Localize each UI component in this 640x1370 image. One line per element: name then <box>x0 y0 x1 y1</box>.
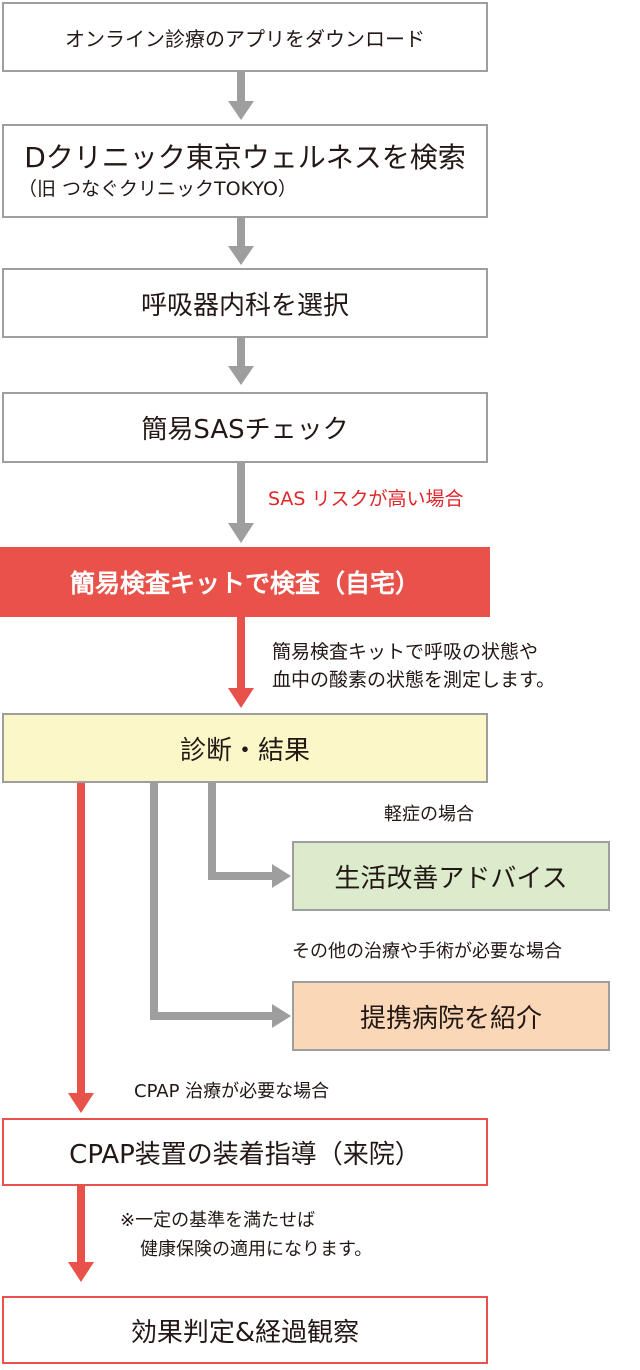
gray-branch-lifestyle <box>208 783 291 888</box>
step-cpap-guidance: CPAP装置の装着指導（来院） <box>2 1118 488 1186</box>
step-lifestyle-advice-label: 生活改善アドバイス <box>334 863 568 894</box>
note-other-treatment: その他の治療や手術が必要な場合 <box>292 941 562 962</box>
gray-arrow-1 <box>228 72 254 120</box>
step-home-test: 簡易検査キットで検査（自宅） <box>0 547 490 617</box>
step-select-department-label: 呼吸器内科を選択 <box>140 290 349 321</box>
step-select-department: 呼吸器内科を選択 <box>2 268 488 338</box>
step-sas-check: 簡易SASチェック <box>2 392 488 463</box>
step-diagnosis: 診断・結果 <box>2 713 488 783</box>
gray-branch-referral <box>150 783 291 1028</box>
step-sas-check-label: 簡易SASチェック <box>141 415 349 445</box>
red-branch-cpap <box>68 783 94 1113</box>
gray-arrow-2 <box>228 218 254 265</box>
step-download-app: オンライン診療のアプリをダウンロード <box>2 2 488 72</box>
note-insurance-line2: 健康保険の適用になります。 <box>140 1239 373 1260</box>
gray-arrow-3 <box>228 338 254 385</box>
note-mild-case: 軽症の場合 <box>384 804 474 825</box>
step-home-test-label: 簡易検査キットで検査（自宅） <box>69 569 420 598</box>
step-cpap-guidance-label: CPAP装置の装着指導（来院） <box>69 1139 421 1170</box>
gray-arrow-4 <box>228 463 254 543</box>
step-search-clinic-label: Dクリニック東京ウェルネスを検索 <box>24 141 466 174</box>
step-lifestyle-advice: 生活改善アドバイス <box>292 841 610 911</box>
note-kit-line1: 簡易検査キットで呼吸の状態や <box>272 641 539 663</box>
step-evaluation: 効果判定&経過観察 <box>2 1296 488 1364</box>
step-hospital-referral-label: 提携病院を紹介 <box>359 1003 542 1034</box>
red-arrow-evaluation <box>68 1186 94 1282</box>
step-search-clinic: Dクリニック東京ウェルネスを検索 （旧 つなぐクリニックTOKYO） <box>2 124 488 218</box>
note-cpap-needed: CPAP 治療が必要な場合 <box>134 1081 330 1102</box>
step-download-app-label: オンライン診療のアプリをダウンロード <box>65 26 425 51</box>
red-arrow-kit <box>228 617 254 708</box>
step-evaluation-label: 効果判定&経過観察 <box>130 1317 360 1348</box>
step-search-clinic-former-name: （旧 つなぐクリニックTOKYO） <box>18 178 297 200</box>
note-insurance-line1: ※一定の基準を満たせば <box>120 1210 316 1231</box>
note-kit-line2: 血中の酸素の状態を測定します。 <box>272 669 556 691</box>
step-diagnosis-label: 診断・結果 <box>179 735 310 766</box>
note-sas-risk: SAS リスクが高い場合 <box>268 488 464 510</box>
step-hospital-referral: 提携病院を紹介 <box>292 981 610 1051</box>
